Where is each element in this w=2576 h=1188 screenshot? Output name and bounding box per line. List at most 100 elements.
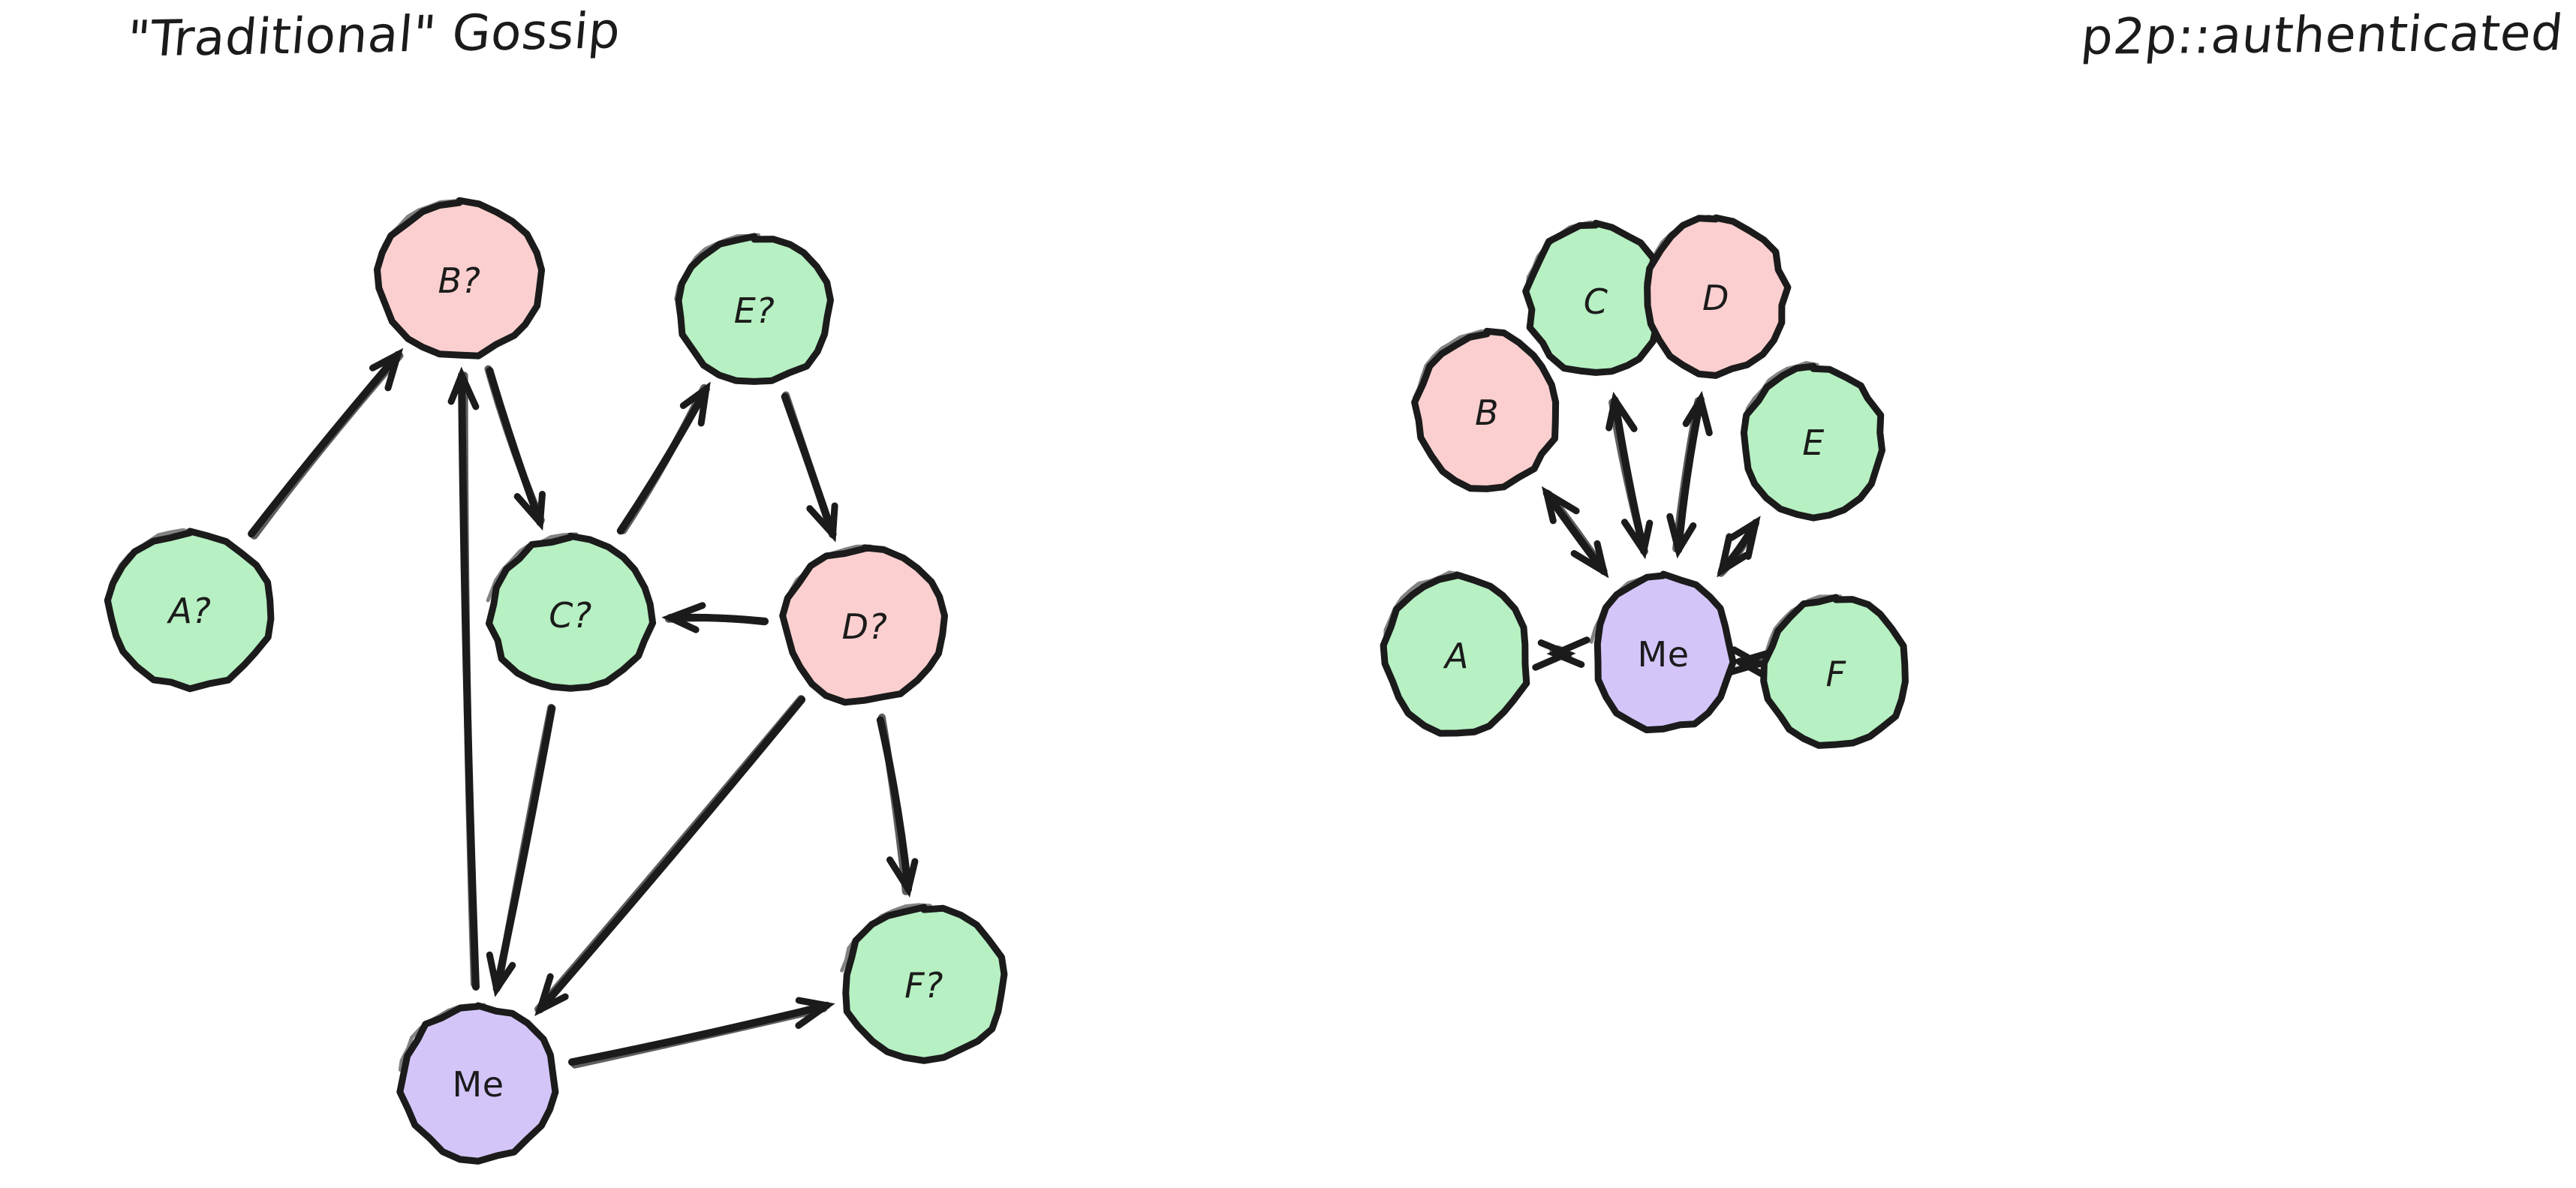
node-sketch-stroke xyxy=(1412,329,1495,400)
node-f[interactable]: F? xyxy=(840,903,1008,1064)
node-shape xyxy=(374,197,546,359)
edge-d-to-c xyxy=(661,602,769,633)
node-sketch-stroke xyxy=(674,233,760,301)
node-shape xyxy=(104,528,275,693)
node-a[interactable]: A xyxy=(1380,570,1530,737)
node-shape xyxy=(1740,362,1885,522)
edge-d-to-me xyxy=(534,695,806,1017)
node-sketch-stroke xyxy=(1644,214,1721,286)
edge-d-to-f xyxy=(876,713,919,898)
node-label: C? xyxy=(549,595,592,636)
node-shape xyxy=(1411,327,1560,492)
node-label: Me xyxy=(453,1064,504,1105)
arrowhead-reverse xyxy=(1621,519,1654,560)
arrowhead xyxy=(1731,648,1777,679)
node-label: D xyxy=(1702,278,1729,318)
node-label: F? xyxy=(904,965,943,1006)
arrowhead xyxy=(513,491,546,531)
arrowhead xyxy=(679,381,711,427)
edge-shaft-sketch xyxy=(570,1004,828,1069)
edge-me-to-b xyxy=(1541,486,1609,579)
node-sketch-stroke xyxy=(1763,594,1843,664)
arrowhead xyxy=(447,366,480,411)
node-me[interactable]: Me xyxy=(1589,570,1737,734)
node-f[interactable]: F xyxy=(1760,594,1909,749)
panel-traditional-gossip: "Traditional" Gossip A?B?C?D?E?F?Me xyxy=(104,2,1008,1165)
node-label: Me xyxy=(1638,634,1690,675)
edge-me-to-f xyxy=(1722,646,1777,679)
edge-e-to-d xyxy=(781,391,838,543)
node-shape xyxy=(396,1002,559,1165)
node-sketch-stroke xyxy=(1525,220,1601,291)
node-d[interactable]: D? xyxy=(779,544,948,706)
nodes-layer: A? B? C? D? E? F? Me xyxy=(104,197,1008,1165)
node-sketch-stroke xyxy=(840,903,932,973)
arrowhead xyxy=(661,602,706,633)
arrowhead xyxy=(1682,390,1713,437)
node-b[interactable]: B xyxy=(1411,327,1560,492)
arrowhead xyxy=(806,502,838,543)
arrowhead xyxy=(886,856,919,898)
node-c[interactable]: C? xyxy=(486,532,657,692)
edge-shaft-sketch xyxy=(484,365,545,525)
node-sketch-stroke xyxy=(486,532,579,603)
node-shape xyxy=(486,532,657,692)
arrowhead xyxy=(1546,636,1590,668)
edge-me-to-a xyxy=(1532,636,1590,671)
edge-me-to-e xyxy=(1717,516,1761,578)
edge-shaft-sketch xyxy=(619,383,708,534)
node-label: A? xyxy=(167,591,212,631)
node-e[interactable]: E xyxy=(1740,361,1885,522)
arrowhead xyxy=(534,973,569,1017)
node-shape xyxy=(1380,571,1530,737)
arrowhead-reverse xyxy=(1570,540,1609,579)
node-label: D? xyxy=(842,606,888,647)
node-label: E xyxy=(1802,423,1825,463)
node-sketch-stroke xyxy=(1383,570,1464,644)
node-sketch-stroke xyxy=(1589,573,1670,644)
node-sketch-stroke xyxy=(1741,361,1819,432)
edge-c-to-me xyxy=(486,703,556,997)
edge-me-to-f xyxy=(568,997,835,1069)
arrowhead xyxy=(369,347,404,392)
arrowhead xyxy=(1605,391,1638,432)
node-b[interactable]: B? xyxy=(374,197,546,359)
edge-a-to-b xyxy=(248,347,404,540)
edge-shaft-sketch xyxy=(1672,397,1702,553)
node-label: F xyxy=(1826,654,1846,694)
edge-me-to-b xyxy=(447,366,480,991)
edge-shaft-sketch xyxy=(1545,490,1607,573)
node-label: B? xyxy=(438,260,481,301)
node-sketch-stroke xyxy=(398,1003,486,1072)
edge-me-to-d xyxy=(1666,390,1713,559)
arrowhead-reverse xyxy=(1666,513,1697,559)
edge-shaft-sketch xyxy=(782,391,836,539)
edges-layer xyxy=(1532,390,1777,679)
edge-shaft-sketch xyxy=(460,371,478,988)
graph-traditional-gossip: A? B? C? D? E? F? Me xyxy=(104,197,1008,1165)
arrowhead xyxy=(1541,486,1580,525)
edge-b-to-c xyxy=(484,365,546,531)
node-e[interactable]: E? xyxy=(674,233,834,385)
edge-shaft-sketch xyxy=(1608,399,1648,555)
node-label: B xyxy=(1475,392,1499,433)
node-label: E? xyxy=(734,290,775,331)
edge-c-to-e xyxy=(616,381,711,535)
node-a[interactable]: A? xyxy=(104,528,275,693)
edge-shaft-sketch xyxy=(494,703,555,991)
node-shape xyxy=(1760,594,1909,749)
node-label: A xyxy=(1443,636,1469,676)
node-d[interactable]: D xyxy=(1644,214,1792,379)
arrowhead xyxy=(486,951,516,997)
arrowhead-reverse xyxy=(1722,646,1768,677)
edge-me-to-c xyxy=(1605,391,1654,560)
arrowhead xyxy=(1728,516,1761,560)
node-me[interactable]: Me xyxy=(396,1002,559,1165)
edges-layer xyxy=(248,347,919,1069)
node-sketch-stroke xyxy=(106,528,197,600)
edge-shaft-sketch xyxy=(250,351,404,540)
arrowhead-reverse xyxy=(1717,533,1750,578)
